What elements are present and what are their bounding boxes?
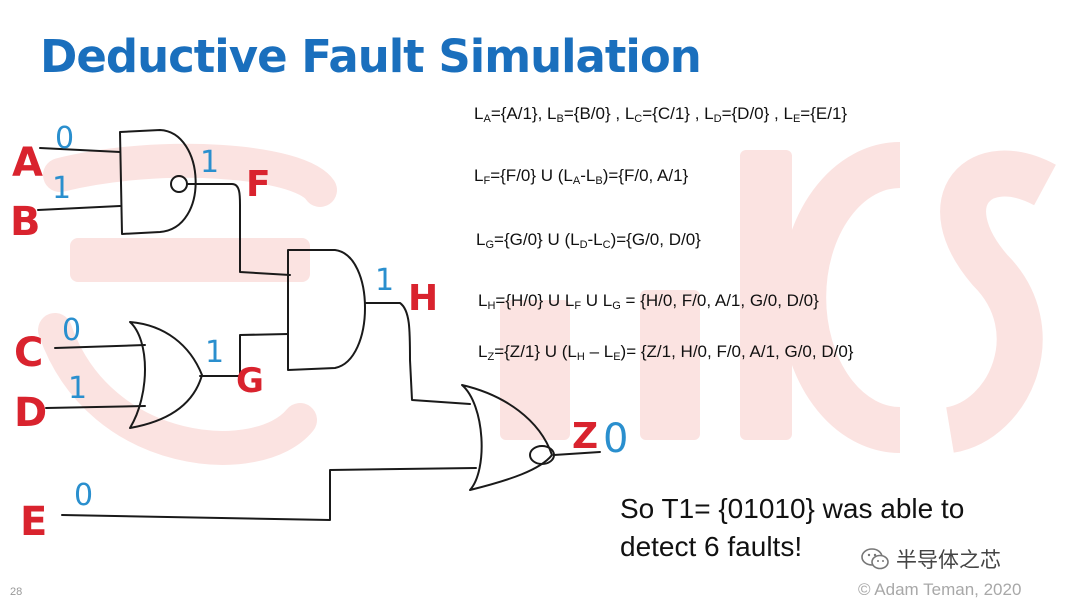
equation-text: ={F/0} U (L <box>490 166 573 185</box>
signal-label-e: E <box>20 499 47 545</box>
equation-subscript: C <box>602 239 611 251</box>
equation-subscript: Z <box>487 351 495 363</box>
equation-subscript: B <box>556 113 564 125</box>
signal-label-f: F <box>246 164 271 205</box>
signal-label-d: D <box>14 390 47 436</box>
equation-4: LH={H/0} U LF U LG = {H/0, F/0, A/1, G/0… <box>478 291 819 312</box>
equation-text: ={B/0} , L <box>563 104 635 123</box>
value-label-a: 0 <box>55 121 74 156</box>
nand-bubble <box>170 175 188 193</box>
equation-text: ={D/0} , L <box>721 104 793 123</box>
signal-label-b: B <box>10 199 41 245</box>
equation-subscript: A <box>483 113 491 125</box>
equation-text: ={Z/1} U (L <box>494 342 577 361</box>
equation-subscript: G <box>612 300 621 312</box>
value-label-h: 1 <box>375 263 394 298</box>
wechat-brand: 半导体之芯 <box>860 544 1001 574</box>
conclusion-line-2: detect 6 faults! <box>620 531 803 562</box>
wire-e <box>61 467 477 521</box>
equation-subscript: H <box>576 351 585 363</box>
and-gate-h-body <box>287 249 366 371</box>
equation-subscript: B <box>595 175 603 187</box>
signal-label-z: Z <box>572 416 598 457</box>
nor-bubble <box>529 445 555 465</box>
equation-2: LF={F/0} U (LA-LB)={F/0, A/1} <box>474 166 689 187</box>
equation-subscript: D <box>713 113 722 125</box>
value-label-d: 1 <box>68 371 87 406</box>
equation-text: L <box>474 166 484 185</box>
wire-f <box>186 183 291 276</box>
equation-text: U L <box>581 291 613 310</box>
signal-label-c: C <box>14 330 43 376</box>
equation-subscript: F <box>574 300 582 312</box>
value-label-c: 0 <box>62 313 81 348</box>
wechat-label: 半导体之芯 <box>896 548 1001 572</box>
wechat-icon <box>861 548 889 570</box>
equation-subscript: F <box>483 175 491 187</box>
equation-subscript: A <box>572 175 581 187</box>
equation-3: LG={G/0} U (LD-LC)={G/0, D/0} <box>476 230 701 251</box>
watermark-e-lower <box>38 313 317 465</box>
equation-text: ={H/0} U L <box>495 291 575 310</box>
value-label-b: 1 <box>52 171 71 206</box>
equation-1: LA={A/1}, LB={B/0} , LC={C/1} , LD={D/0}… <box>474 104 848 125</box>
copyright-text: © Adam Teman, 2020 <box>858 580 1022 599</box>
wire-b <box>37 205 121 211</box>
equation-text: ={E/1} <box>800 104 848 123</box>
equation-text: L <box>474 104 484 123</box>
wire-g <box>199 333 289 377</box>
equation-subscript: G <box>485 239 495 251</box>
equation-text: = {H/0, F/0, A/1, G/0, D/0} <box>620 291 819 310</box>
slide-number: 28 <box>10 586 23 598</box>
wire-c <box>54 344 146 349</box>
wire-a <box>39 147 121 153</box>
equation-subscript: E <box>613 351 621 363</box>
equation-text: -L <box>580 166 596 185</box>
equation-text: L <box>478 291 488 310</box>
signal-label-g: G <box>236 361 264 401</box>
watermark-bar-1 <box>70 238 310 282</box>
conclusion-text: So T1= {01010} was able to detect 6 faul… <box>620 490 964 566</box>
equation-subscript: C <box>634 113 643 125</box>
wire-z <box>553 451 601 456</box>
equation-text: ={G/0} U (L <box>494 230 580 249</box>
nor-gate-z-body <box>461 384 553 491</box>
value-label-e: 0 <box>74 478 93 513</box>
equation-5: LZ={Z/1} U (LH – LE)= {Z/1, H/0, F/0, A/… <box>478 342 854 363</box>
equation-text: )={F/0, A/1} <box>602 166 689 185</box>
value-label-g: 1 <box>205 335 224 370</box>
equation-text: -L <box>587 230 603 249</box>
signal-label-a: A <box>12 140 43 186</box>
watermark-bar-2 <box>500 300 570 440</box>
or-gate-g-body <box>129 321 203 429</box>
conclusion-line-1: So T1= {01010} was able to <box>620 493 965 524</box>
watermark-bar-3 <box>640 290 700 440</box>
watermark-bar-4 <box>740 150 792 440</box>
equation-text: – L <box>584 342 614 361</box>
watermark-s-shape <box>940 150 1056 453</box>
value-label-z: 0 <box>603 416 628 462</box>
watermark-e-shape <box>43 143 337 207</box>
equation-text: ={C/1} , L <box>642 104 714 123</box>
value-label-f: 1 <box>200 145 219 180</box>
equation-text: L <box>476 230 486 249</box>
equation-text: L <box>478 342 488 361</box>
equation-subscript: E <box>792 113 801 125</box>
watermark-c-shape <box>780 142 901 453</box>
nand-gate-body <box>119 129 197 235</box>
equation-text: )={G/0, D/0} <box>610 230 701 249</box>
wire-h <box>365 302 471 405</box>
equation-text: ={A/1}, L <box>490 104 557 123</box>
equation-subscript: D <box>579 239 588 251</box>
wire-d <box>45 405 146 409</box>
equation-text: )= {Z/1, H/0, F/0, A/1, G/0, D/0} <box>620 342 854 361</box>
slide-title: Deductive Fault Simulation <box>40 30 702 83</box>
equation-subscript: H <box>487 300 496 312</box>
signal-label-h: H <box>408 278 438 319</box>
